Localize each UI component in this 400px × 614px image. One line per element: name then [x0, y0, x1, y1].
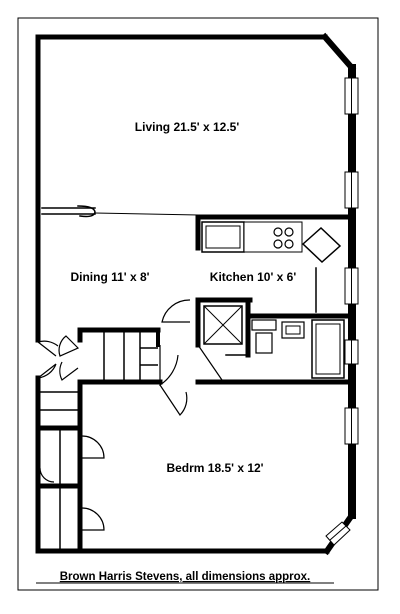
kitchen-fixtures: [201, 221, 342, 264]
door-swing: [37, 363, 57, 379]
door-swing: [59, 361, 79, 381]
stove-burner: [273, 227, 283, 237]
door-swing: [159, 384, 188, 416]
room-label-bedroom: Bedrm 18.5' x 12': [166, 461, 263, 475]
interior-walls: [35, 205, 351, 554]
door-swing: [81, 507, 105, 531]
toilet: [255, 332, 273, 354]
windows: [325, 77, 359, 546]
door-swing: [58, 335, 80, 357]
door-swing: [197, 344, 223, 384]
door-swing: [161, 299, 191, 323]
stairs: [103, 332, 158, 380]
bath-fixtures: [251, 319, 345, 379]
footer-credit: Brown Harris Stevens, all dimensions app…: [60, 571, 311, 583]
door-swing: [81, 435, 105, 459]
bathtub-inner: [315, 323, 341, 375]
room-label-kitchen: Kitchen 10' x 6': [210, 270, 297, 284]
stove-burner: [273, 239, 283, 249]
room-label-dining: Dining 11' x 8': [70, 270, 149, 284]
stove-burner: [284, 227, 294, 237]
sink-basin: [285, 325, 301, 335]
refrigerator: [301, 226, 342, 264]
sink-basin: [205, 225, 241, 249]
stove-burner: [284, 239, 294, 249]
exterior-walls: [35, 32, 357, 556]
elevator: [203, 305, 243, 345]
countertop: [243, 221, 303, 253]
door-swing: [37, 340, 59, 357]
vanity: [251, 319, 277, 331]
room-label-living: Living 21.5' x 12.5': [135, 120, 240, 134]
doors: [37, 299, 223, 531]
door-swing: [39, 467, 55, 483]
